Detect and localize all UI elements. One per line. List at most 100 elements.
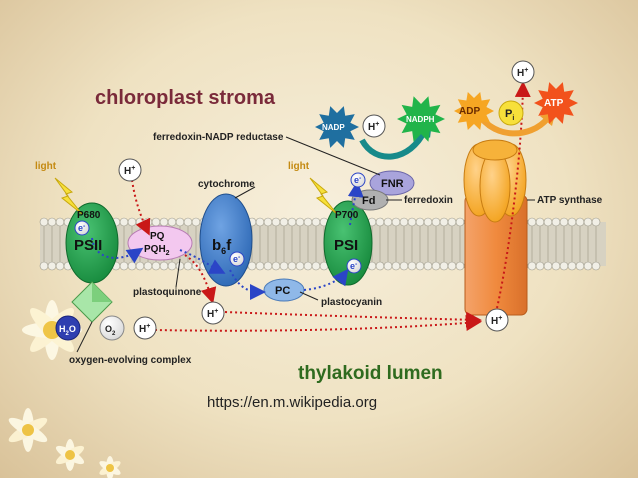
- b6f-label: b6f: [212, 237, 232, 256]
- h2o-label: H2O: [59, 324, 76, 337]
- lipid-head: [135, 261, 145, 271]
- lipid-head: [303, 261, 313, 271]
- fnr-blob-label: FNR: [381, 178, 404, 190]
- electron-markers: [74, 172, 366, 274]
- lipid-head: [311, 217, 321, 227]
- lipid-head: [191, 217, 201, 227]
- psii-label: PSII: [74, 237, 102, 254]
- lipid-head: [399, 217, 409, 227]
- proton-label: H+: [517, 67, 528, 79]
- lipid-head: [247, 261, 257, 271]
- proton-circle: [133, 316, 157, 340]
- lipid-head: [279, 217, 289, 227]
- lipid-head: [271, 261, 281, 271]
- nadp-reduction-arrow: [359, 128, 428, 160]
- proton-label: H+: [491, 315, 502, 327]
- lipid-head: [543, 261, 553, 271]
- proton-circle: [201, 301, 225, 325]
- atp-synthase: [463, 139, 528, 316]
- pqh2-label: PQH2: [144, 244, 170, 257]
- proton-circle: [118, 158, 142, 182]
- lipid-head: [39, 261, 49, 271]
- lipid-head: [175, 217, 185, 227]
- lipid-head: [535, 261, 545, 271]
- lipid-head: [271, 217, 281, 227]
- lipid-head: [255, 261, 265, 271]
- svg-text:e-: e-: [350, 261, 358, 271]
- lipid-head: [423, 261, 433, 271]
- lipid-head: [159, 261, 169, 271]
- oec-label-line: [76, 321, 93, 353]
- proton-label: H+: [207, 308, 218, 320]
- lipid-head: [543, 217, 553, 227]
- lipid-head: [455, 217, 465, 227]
- nadph-burst: [397, 96, 445, 142]
- lipid-head: [375, 261, 385, 271]
- lipid-head: [391, 261, 401, 271]
- p700-label: P700: [335, 210, 359, 221]
- lipid-head: [567, 261, 577, 271]
- lipid-head: [575, 261, 585, 271]
- lipid-head: [551, 261, 561, 271]
- lipid-head: [263, 217, 273, 227]
- stroma-title: chloroplast stroma: [95, 87, 276, 109]
- lipid-head: [423, 217, 433, 227]
- proton-label: H+: [139, 323, 150, 335]
- lipid-head: [583, 217, 593, 227]
- pi-label: Pi: [505, 108, 514, 122]
- lipid-head: [559, 217, 569, 227]
- lipid-head: [143, 261, 153, 271]
- lipid-head: [431, 217, 441, 227]
- lipid-head: [591, 261, 601, 271]
- lipid-head: [55, 261, 65, 271]
- leader-lines: [175, 136, 535, 301]
- lipid-head: [287, 261, 297, 271]
- lipid-head: [279, 261, 289, 271]
- ferredoxin-label: ferredoxin: [404, 195, 453, 206]
- lipid-head: [375, 217, 385, 227]
- lipid-head: [383, 217, 393, 227]
- lipid-head: [447, 261, 457, 271]
- proton-label: H+: [368, 121, 379, 133]
- electron-path: [91, 181, 364, 300]
- lipid-head: [47, 261, 57, 271]
- pq-label: PQ: [150, 231, 165, 242]
- lipid-head: [151, 217, 161, 227]
- lipid-head: [535, 217, 545, 227]
- lipid-head: [39, 217, 49, 227]
- p680-label: P680: [77, 210, 101, 221]
- svg-text:e-: e-: [233, 254, 241, 264]
- lipid-head: [551, 217, 561, 227]
- nadp-label: NADP: [322, 123, 345, 132]
- lipid-head: [455, 261, 465, 271]
- lipid-head: [295, 261, 305, 271]
- lipid-head: [415, 217, 425, 227]
- phosphate-circle: [498, 100, 524, 126]
- lipid-head: [263, 261, 273, 271]
- proton-markers: H+H+H+H+H+H+: [118, 60, 535, 340]
- pc-label: PC: [275, 285, 290, 297]
- plastocyanin-label: plastocyanin: [321, 297, 382, 308]
- lipid-head: [47, 217, 57, 227]
- lipid-head: [439, 217, 449, 227]
- lipid-head: [119, 217, 129, 227]
- lipid-head: [431, 261, 441, 271]
- nadp-burst: [315, 106, 359, 148]
- lipid-head: [311, 261, 321, 271]
- lipid-head: [559, 261, 569, 271]
- lipid-head: [175, 261, 185, 271]
- adp-burst: [454, 92, 494, 130]
- psi-label: PSI: [334, 237, 358, 254]
- lipid-head: [159, 217, 169, 227]
- lipid-head: [399, 261, 409, 271]
- lipid-head: [583, 261, 593, 271]
- lipid-head: [127, 261, 137, 271]
- lipid-head: [151, 261, 161, 271]
- lipid-head: [447, 217, 457, 227]
- lipid-head: [391, 217, 401, 227]
- lumen-label: thylakoid lumen: [298, 363, 443, 384]
- o2-label: O2: [105, 324, 116, 337]
- adp-label: ADP: [459, 106, 480, 117]
